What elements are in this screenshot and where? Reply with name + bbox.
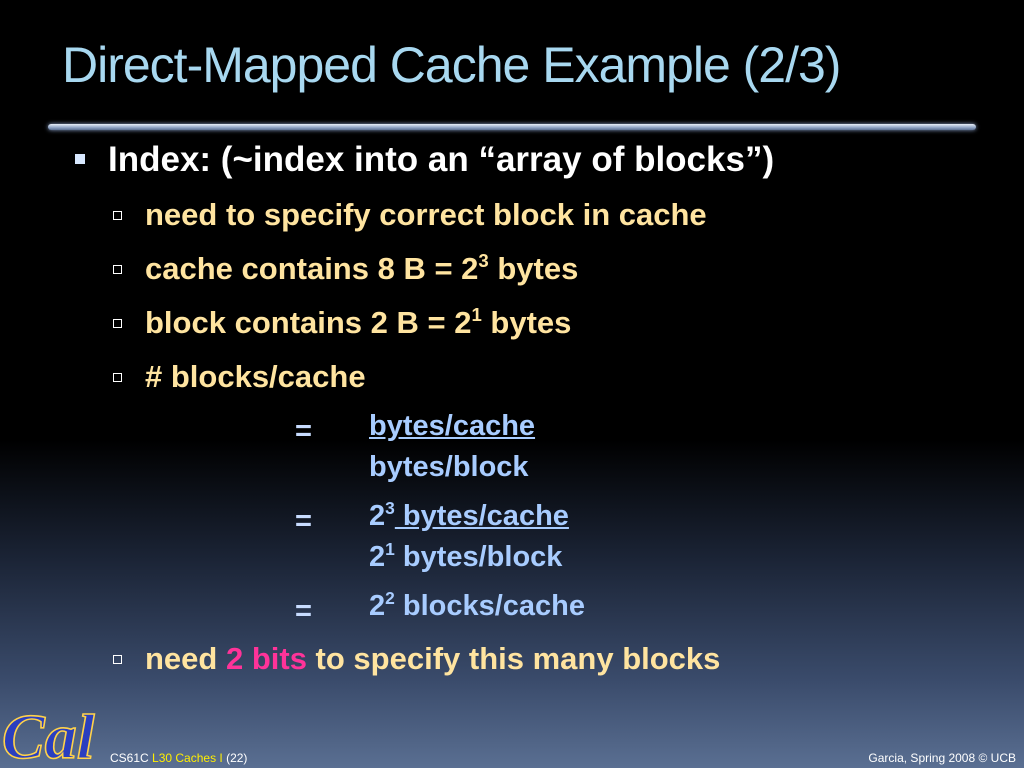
main-bullet-text: Index: (~index into an “array of blocks”… (108, 140, 775, 179)
hollow-square-bullet-icon (113, 373, 122, 382)
footer-course: CS61C L30 Caches I (22) (110, 751, 248, 765)
hollow-square-bullet-icon (113, 655, 122, 664)
eq1-numerator: bytes/cache (369, 410, 536, 442)
sub-bullet-5-text: need 2 bits to specify this many blocks (145, 641, 721, 676)
hollow-square-bullet-icon (113, 211, 122, 220)
eq2-denominator: 21 bytes/block (369, 539, 563, 573)
cal-logo: Cal (1, 700, 95, 768)
sub-bullet-4-text: # blocks/cache (145, 359, 366, 394)
slide-title: Direct-Mapped Cache Example (2/3) (62, 37, 841, 93)
sub-bullet-3-text: block contains 2 B = 21 bytes (145, 304, 572, 340)
footer-credit: Garcia, Spring 2008 © UCB (868, 751, 1016, 765)
equals-sign-3: = (295, 595, 312, 627)
equals-sign-2: = (295, 505, 312, 537)
eq1-denominator: bytes/block (369, 451, 529, 483)
footer-lecture: L30 Caches I (152, 751, 223, 765)
eq2-numerator: 23 bytes/cache (369, 498, 569, 532)
equals-sign-1: = (295, 415, 312, 447)
title-divider (48, 124, 976, 130)
eq3-result: 22 blocks/cache (369, 588, 586, 622)
highlight-2-bits: 2 bits (225, 641, 307, 676)
cal-logo-text: Cal (2, 701, 95, 768)
sub-bullet-2-text: cache contains 8 B = 23 bytes (145, 250, 579, 286)
hollow-square-bullet-icon (113, 319, 122, 328)
square-bullet-icon (75, 154, 85, 164)
sub-bullet-1-text: need to specify correct block in cache (145, 197, 707, 232)
hollow-square-bullet-icon (113, 265, 122, 274)
